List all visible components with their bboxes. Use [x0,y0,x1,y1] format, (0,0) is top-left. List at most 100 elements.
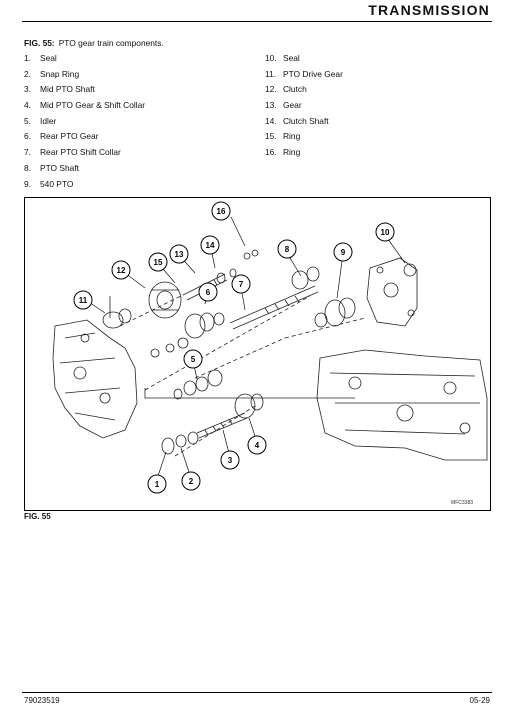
page-header-title: TRANSMISSION [368,2,490,18]
part-item: 10. Seal [265,53,343,69]
svg-text:4: 4 [255,441,260,450]
part-name: Ring [283,131,301,142]
part-name: Ring [283,147,301,158]
seal-ring [161,437,175,455]
part-name: Snap Ring [40,68,80,79]
part-item: 8. PTO Shaft [24,163,145,179]
pto-drive-gear [102,311,124,329]
callout-4: 4 [247,435,267,455]
part-item: 3. Mid PTO Shaft [24,84,145,100]
part-item: 9. 540 PTO [24,179,145,195]
part-name: Seal [40,53,57,63]
callout-1: 1 [147,474,167,494]
svg-text:2: 2 [189,477,194,486]
svg-text:5: 5 [191,355,196,364]
mid-pto-gear [234,393,256,419]
part-number: 6. [24,131,31,142]
svg-text:6: 6 [206,288,211,297]
part-name: Seal [283,53,300,63]
housing-left-casting [52,319,138,439]
part-item: 15. Ring [265,131,343,147]
callout-3: 3 [220,450,240,470]
svg-text:10: 10 [381,228,390,237]
part-item: 7. Rear PTO Shift Collar [24,147,145,163]
part-name: Idler [40,115,57,126]
callout-8: 8 [277,239,297,259]
page-number: 05-29 [469,696,490,705]
pto-shaft [229,285,319,330]
svg-text:1: 1 [155,480,160,489]
document-number: 79023519 [24,696,60,705]
part-number: 7. [24,147,31,158]
mid-pto-shaft [196,412,248,439]
part-number: 3. [24,84,31,95]
callout-16: 16 [211,201,231,221]
callout-5: 5 [183,349,203,369]
parts-list-left: 1. Seal 2. Snap Ring 3. Mid PTO Shaft 4.Mid… [24,53,145,194]
header-rule [22,21,492,22]
svg-text:9: 9 [341,248,346,257]
part-number: 16. [265,147,277,158]
part-number: 12. [265,84,277,95]
540-pto-gear [324,299,346,327]
part-number: 10. [265,53,277,63]
footer-rule [22,692,492,693]
callout-7: 7 [231,274,251,294]
parts-list-right: 10. Seal 11. PTO Drive Gear 12. Clutch 13. G… [265,53,343,163]
part-item: 1. Seal [24,53,145,69]
svg-text:16: 16 [217,207,226,216]
part-item: 16. Ring [265,147,343,163]
part-name: 540 PTO [40,178,74,189]
figure-caption: FIG. 55:PTO gear train components. [24,38,164,48]
part-item: 13. Gear [265,100,343,116]
callout-12: 12 [111,260,131,280]
svg-text:8: 8 [285,245,290,254]
figure-label: FIG. 55 [24,512,51,521]
part-number: 15. [265,131,277,142]
callout-11: 11 [73,290,93,310]
part-name: Rear PTO Shift Collar [40,147,121,158]
part-number: 8. [24,162,31,173]
part-name: Rear PTO Gear [40,131,99,142]
exploded-view-figure: 1 2 3 4 5 6 7 8 9 10 11 12 13 14 15 16 M… [24,197,491,511]
pto-gear-train-drawing: 1 2 3 4 5 6 7 8 9 10 11 12 13 14 15 16 M… [52,201,488,506]
callout-markers: 1 2 3 4 5 6 7 8 9 10 11 12 13 14 15 16 [73,201,395,494]
part-name: PTO Shaft [40,162,79,173]
svg-text:13: 13 [175,250,184,259]
figure-caption-label: FIG. 55: [24,38,55,48]
part-item: 11. PTO Drive Gear [265,69,343,85]
svg-text:14: 14 [206,241,215,250]
part-number: 9. [24,178,31,189]
housing-right-casting [316,349,488,461]
svg-text:15: 15 [154,258,163,267]
part-item: 14. Clutch Shaft [265,116,343,132]
figure-caption-text: PTO gear train components. [58,38,164,48]
snap-ring [175,434,187,448]
part-item: 5. Idler [24,116,145,132]
part-name: Mid PTO Shaft [40,84,95,95]
clutch-pack [148,281,182,319]
part-number: 13. [265,100,277,111]
part-number: 11. [265,68,277,79]
drawing-code: MFC3383 [451,500,473,506]
callout-9: 9 [333,242,353,262]
rear-pto-gear [184,313,206,339]
idler-gear [183,380,197,396]
part-number: 2. [24,68,31,79]
part-item: 12. Clutch [265,84,343,100]
part-name: Clutch [283,84,307,95]
part-number: 1. [24,53,31,63]
part-item: 2. Snap Ring [24,69,145,85]
part-name: PTO Drive Gear [283,68,343,79]
part-number: 14. [265,115,277,126]
callout-15: 15 [148,252,168,272]
callout-10: 10 [375,222,395,242]
part-number: 5. [24,115,31,126]
part-name: Gear [283,100,302,111]
part-name: Clutch Shaft [283,115,329,126]
callout-13: 13 [169,244,189,264]
svg-text:12: 12 [117,266,126,275]
part-item: 4.Mid PTO Gear & Shift Collar [24,100,145,116]
callout-14: 14 [200,235,220,255]
callout-6: 6 [198,282,218,302]
